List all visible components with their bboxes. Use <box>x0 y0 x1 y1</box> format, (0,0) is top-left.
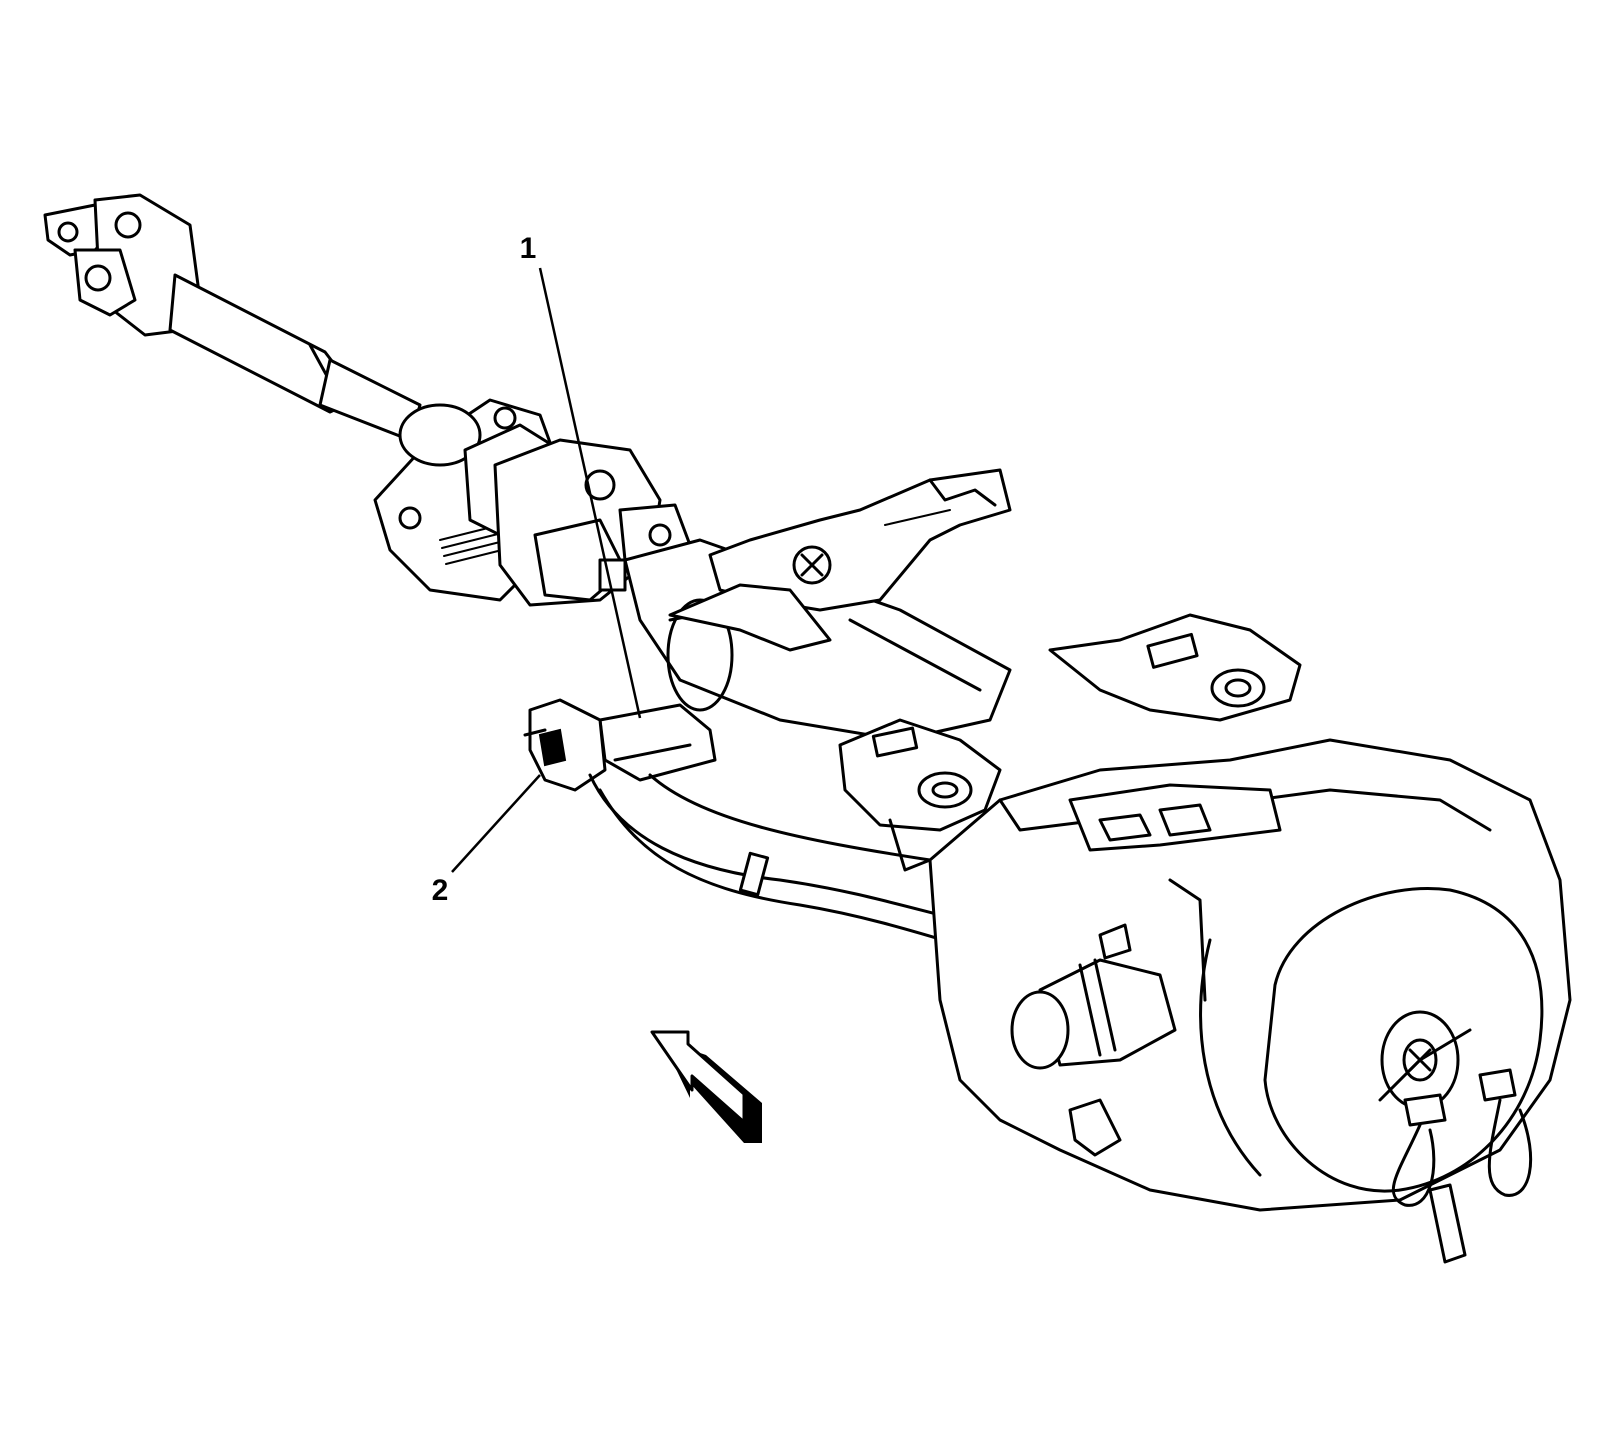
middle-mounting-bracket <box>838 718 1002 872</box>
callout-1-leader <box>538 267 642 719</box>
callout-2-group: 2 <box>432 774 541 907</box>
lower-mounting-bracket <box>1048 613 1302 722</box>
lower-universal-joint <box>493 438 692 607</box>
callout-2-label: 2 <box>432 874 449 907</box>
forward-arrow-icon <box>650 1030 762 1143</box>
upper-mounting-bracket <box>668 468 1012 652</box>
clock-spring <box>1263 887 1544 1264</box>
callout-1-label: 1 <box>520 232 537 265</box>
callout-2-leader <box>451 774 541 873</box>
intermediate-shaft <box>43 193 422 442</box>
wiring-harness-connector <box>523 698 962 947</box>
callout-1-group: 1 <box>520 232 642 719</box>
